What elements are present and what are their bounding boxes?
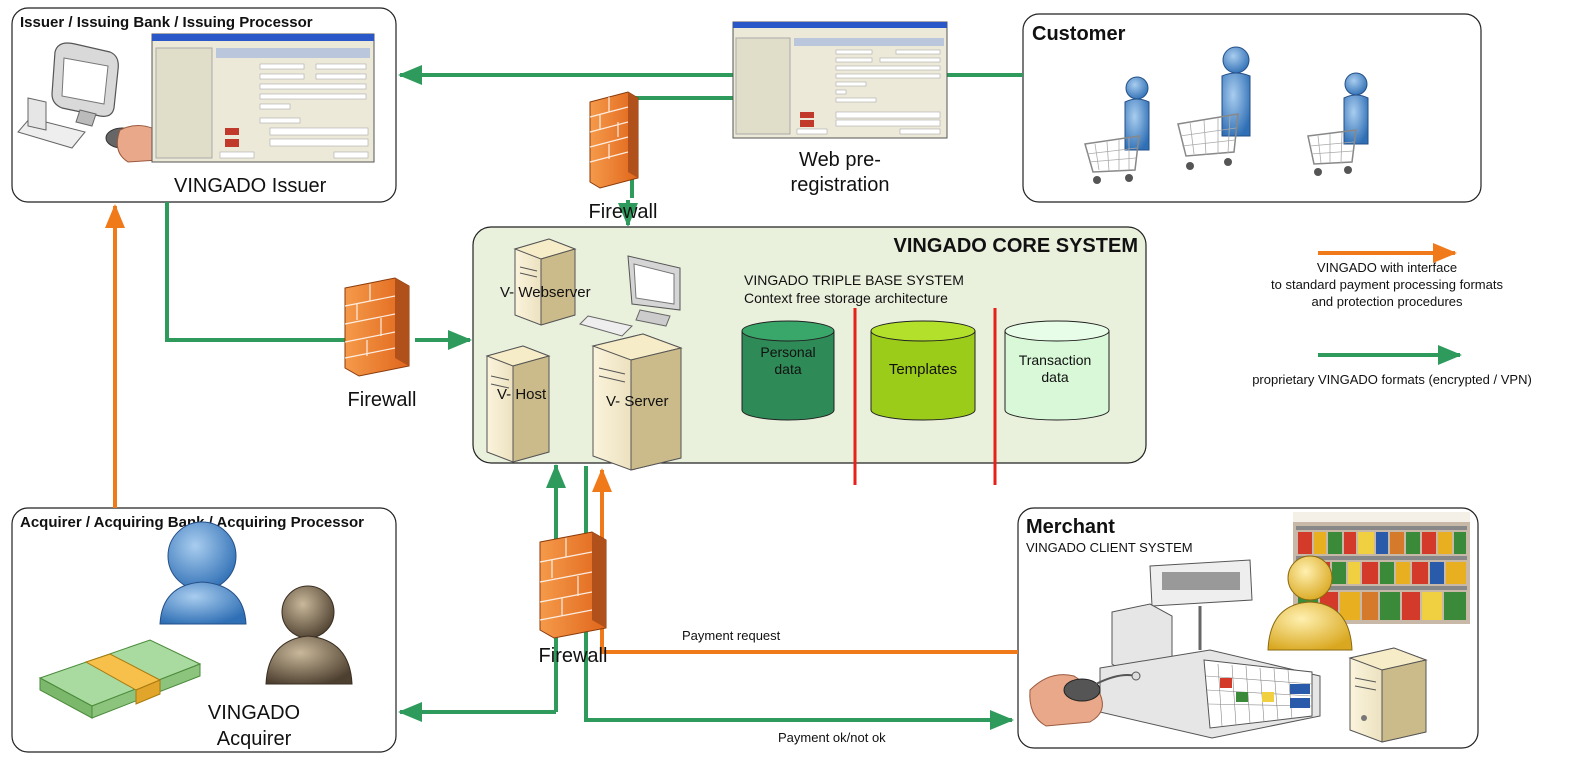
- flow-payment-ok: [584, 466, 1014, 730]
- payment-request-label: Payment request: [682, 628, 781, 643]
- firewall-left-label: Firewall: [348, 389, 417, 411]
- web-prereg-screenshot-thumbnail: [732, 21, 948, 139]
- legend-orange-line3: and protection procedures: [1311, 294, 1463, 309]
- acquirer-label-2: Acquirer: [217, 728, 292, 750]
- core-triple-line2: Context free storage architecture: [744, 290, 948, 306]
- db-personal-label-2: data: [774, 361, 801, 377]
- firewall-top-label: Firewall: [589, 201, 658, 223]
- legend-green-line1: proprietary VINGADO formats (encrypted /…: [1252, 372, 1532, 387]
- db-personal-label-1: Personal: [760, 344, 815, 360]
- legend-orange-line1: VINGADO with interface: [1317, 260, 1457, 275]
- firewall-bottom-label: Firewall: [539, 645, 608, 667]
- firewall-left-icon: [344, 277, 410, 377]
- merchant-subtitle: VINGADO CLIENT SYSTEM: [1026, 540, 1193, 555]
- core-triple-line1: VINGADO TRIPLE BASE SYSTEM: [744, 272, 964, 288]
- acquirer-label-1: VINGADO: [208, 702, 300, 724]
- legend-orange-line2: to standard payment processing formats: [1271, 277, 1503, 292]
- db-templates-icon: [870, 320, 976, 421]
- web-prereg-label-1: Web pre-: [799, 149, 881, 171]
- host-label: V- Host: [497, 386, 547, 403]
- db-personal-data-icon: [741, 320, 835, 421]
- db-transaction-label-2: data: [1041, 369, 1068, 385]
- webserver-label: V- Webserver: [500, 284, 591, 301]
- flow-issuer-to-core: [165, 202, 472, 350]
- issuer-screenshot-thumbnail: [151, 33, 375, 163]
- host-icon: [485, 345, 551, 463]
- workstation-icon: [579, 255, 681, 337]
- customer-title: Customer: [1032, 23, 1126, 45]
- issuer-title: Issuer / Issuing Bank / Issuing Processo…: [20, 14, 313, 31]
- cash-register-icon: [1099, 559, 1321, 739]
- payment-ok-label: Payment ok/not ok: [778, 730, 886, 745]
- merchant-title: Merchant: [1026, 516, 1115, 538]
- web-prereg-label-2: registration: [791, 174, 890, 196]
- db-transaction-data-icon: [1004, 320, 1110, 421]
- core-title: VINGADO CORE SYSTEM: [894, 235, 1138, 257]
- merchant-scanner-hand-icon: [1029, 671, 1141, 727]
- issuer-label: VINGADO Issuer: [174, 175, 327, 197]
- flow-core-to-acquirer: [398, 465, 558, 722]
- firewall-bottom-icon: [539, 531, 607, 639]
- db-transaction-label-1: Transaction: [1019, 352, 1092, 368]
- customer-shoppers-icon: [1084, 46, 1369, 184]
- merchant-server-icon: [1348, 647, 1428, 743]
- acquirer-title: Acquirer / Acquiring Bank / Acquiring Pr…: [20, 514, 364, 531]
- money-stack-icon: [38, 639, 202, 719]
- webserver-icon: [513, 238, 577, 326]
- flow-payment-request: [592, 468, 1018, 654]
- db-templates-label: Templates: [889, 361, 957, 378]
- merchant-person-icon: [1267, 555, 1353, 651]
- server-label: V- Server: [606, 393, 669, 410]
- firewall-top-icon: [589, 91, 639, 189]
- server-icon: [591, 333, 683, 471]
- issuer-computer-icon: [17, 42, 164, 163]
- acquirer-people-icon: [159, 521, 353, 685]
